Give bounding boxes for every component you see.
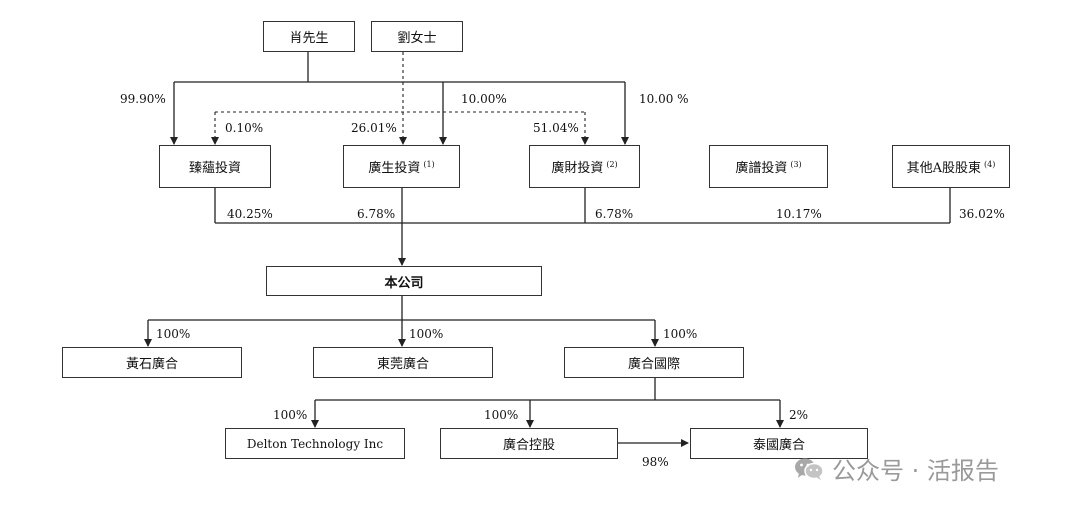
- node-guangsheng: 廣生投資(1): [343, 145, 460, 188]
- node-guangsheng-note: (1): [423, 160, 435, 169]
- node-huangshi-label: 黃石廣合: [125, 357, 178, 372]
- node-liu-label: 劉女士: [397, 31, 437, 46]
- node-guangpu-note: (3): [790, 160, 802, 169]
- node-delton-label: Delton Technology Inc: [246, 436, 384, 451]
- node-delton: Delton Technology Inc: [225, 428, 405, 459]
- pct-xiao-guangcai: 10.00 %: [639, 92, 689, 106]
- pct-company-guoji: 100%: [663, 327, 698, 341]
- pct-liu-zhenyun: 0.10%: [225, 121, 264, 135]
- pct-liu-guangsheng: 26.01%: [351, 121, 397, 135]
- node-zhenyun-label: 臻蘊投資: [188, 161, 241, 176]
- node-company: 本公司: [266, 266, 542, 296]
- node-xiao-label: 肖先生: [289, 31, 329, 46]
- wechat-icon: [794, 457, 824, 481]
- node-zhenyun: 臻蘊投資: [159, 145, 271, 188]
- node-others-label: 其他A股股東: [906, 161, 982, 176]
- pct-company-dongguan: 100%: [409, 327, 444, 341]
- pct-guangcai-company: 6.78%: [595, 207, 634, 221]
- node-konggu: 廣合控股: [440, 428, 618, 459]
- watermark: 公众号 · 活报告: [794, 451, 999, 486]
- node-taiguo: 泰國廣合: [690, 428, 868, 459]
- node-others-note: (4): [984, 160, 996, 169]
- node-company-label: 本公司: [384, 275, 424, 291]
- node-guangcai: 廣財投資(2): [529, 145, 640, 188]
- pct-xiao-guangsheng: 10.00%: [461, 92, 507, 106]
- pct-company-huangshi: 100%: [156, 327, 191, 341]
- node-guangsheng-label: 廣生投資: [368, 161, 421, 176]
- node-guangpu-label: 廣譜投資: [735, 161, 788, 176]
- pct-guangsheng-company: 6.78%: [357, 207, 396, 221]
- pct-guoji-taiguo: 2%: [789, 408, 809, 422]
- pct-others-company: 36.02%: [959, 207, 1005, 221]
- pct-guoji-delton: 100%: [273, 408, 308, 422]
- node-konggu-label: 廣合控股: [502, 438, 555, 453]
- pct-konggu-taiguo: 98%: [642, 455, 669, 469]
- pct-zhenyun-company: 40.25%: [227, 207, 273, 221]
- node-guangcai-note: (2): [606, 160, 618, 169]
- watermark-text: 公众号 · 活报告: [832, 457, 999, 485]
- node-guangcai-label: 廣財投資: [551, 161, 604, 176]
- node-xiao: 肖先生: [263, 21, 355, 52]
- pct-liu-guangcai: 51.04%: [533, 121, 579, 135]
- node-others: 其他A股股東(4): [892, 145, 1010, 188]
- pct-guangpu-company: 10.17%: [776, 207, 822, 221]
- pct-xiao-zhenyun: 99.90%: [120, 92, 166, 106]
- node-dongguan: 東莞廣合: [313, 347, 493, 378]
- node-liu: 劉女士: [371, 21, 463, 52]
- node-taiguo-label: 泰國廣合: [752, 438, 805, 453]
- node-guoji-label: 廣合國際: [627, 357, 680, 372]
- node-guoji: 廣合國際: [564, 347, 744, 378]
- node-guangpu: 廣譜投資(3): [709, 145, 828, 188]
- node-huangshi: 黃石廣合: [62, 347, 242, 378]
- pct-guoji-konggu: 100%: [484, 408, 519, 422]
- node-dongguan-label: 東莞廣合: [376, 357, 429, 372]
